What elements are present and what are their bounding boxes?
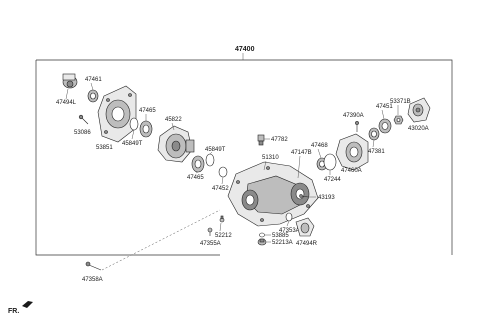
cover-47460A-part — [335, 133, 369, 171]
bearing-left-part — [139, 120, 153, 138]
label-52213A: 52213A — [272, 240, 293, 246]
differential-45822-part — [157, 125, 195, 163]
seal-47381-part — [368, 127, 380, 141]
label-47244: 47244 — [324, 177, 341, 183]
label-52212: 52212 — [215, 233, 232, 239]
label-53885: 53885 — [272, 233, 289, 239]
seal-left-part — [87, 89, 99, 103]
bearing-47451-part — [378, 118, 392, 134]
label-45849T-right: 45849T — [205, 147, 226, 153]
shim-right-part — [205, 153, 215, 167]
label-53371B: 53371B — [390, 99, 411, 105]
plug-52213A-part — [257, 238, 267, 246]
label-47782: 47782 — [271, 137, 288, 143]
label-47451: 47451 — [376, 104, 393, 110]
label-47381: 47381 — [368, 149, 385, 155]
label-47460A: 47460A — [341, 168, 362, 174]
label-47452: 47452 — [212, 186, 229, 192]
label-47468: 47468 — [311, 143, 328, 149]
label-47147B: 47147B — [291, 150, 312, 156]
flange-right-part — [295, 217, 315, 237]
label-47358A: 47358A — [82, 277, 103, 283]
label-51310: 51310 — [262, 155, 279, 161]
bearing-right-part — [191, 155, 205, 173]
plug-52212-part — [219, 215, 225, 223]
label-47390A: 47390A — [343, 113, 364, 119]
shim-left-part — [129, 117, 139, 131]
label-47355A: 47355A — [200, 241, 221, 247]
label-45849T-left: 45849T — [122, 141, 143, 147]
front-arrow-icon — [22, 301, 33, 308]
flange-left-part — [62, 73, 78, 89]
screw-43193-part — [299, 194, 309, 198]
label-43020A: 43020A — [408, 126, 429, 132]
label-47494R: 47494R — [296, 241, 318, 247]
gasket-47244-part — [323, 153, 337, 171]
label-47465-right: 47465 — [187, 175, 204, 181]
plug-47782-part — [257, 134, 265, 146]
assembly-frame-left — [35, 60, 220, 256]
label-47353A: 47353A — [279, 228, 300, 234]
nut-53371B-part — [393, 115, 404, 125]
ring-47452-part — [218, 166, 228, 178]
seal-47353A-part — [285, 212, 293, 222]
main-housing-part — [227, 161, 319, 227]
assembly-label: 47400 — [235, 46, 255, 53]
label-45822: 45822 — [165, 117, 182, 123]
label-47465-left: 47465 — [139, 108, 156, 114]
label-47494L: 47494L — [56, 100, 77, 106]
bolt-47390A-part — [355, 121, 359, 132]
cover-53851-part — [97, 85, 137, 143]
label-43193: 43193 — [318, 195, 335, 201]
bolt-53086-part — [78, 114, 89, 125]
bolt-47358A-part — [85, 261, 102, 271]
assembly-frame-top-right — [36, 59, 453, 255]
bolt-47358A-dashed-leader — [101, 209, 221, 271]
washer-53885-part — [259, 232, 265, 238]
label-47461: 47461 — [85, 77, 102, 83]
bolt-47355A-part — [207, 227, 213, 236]
flange-43020A-part — [407, 97, 431, 123]
label-53851: 53851 — [96, 145, 113, 151]
front-direction-label: FR. — [8, 308, 19, 315]
label-53086: 53086 — [74, 130, 91, 136]
